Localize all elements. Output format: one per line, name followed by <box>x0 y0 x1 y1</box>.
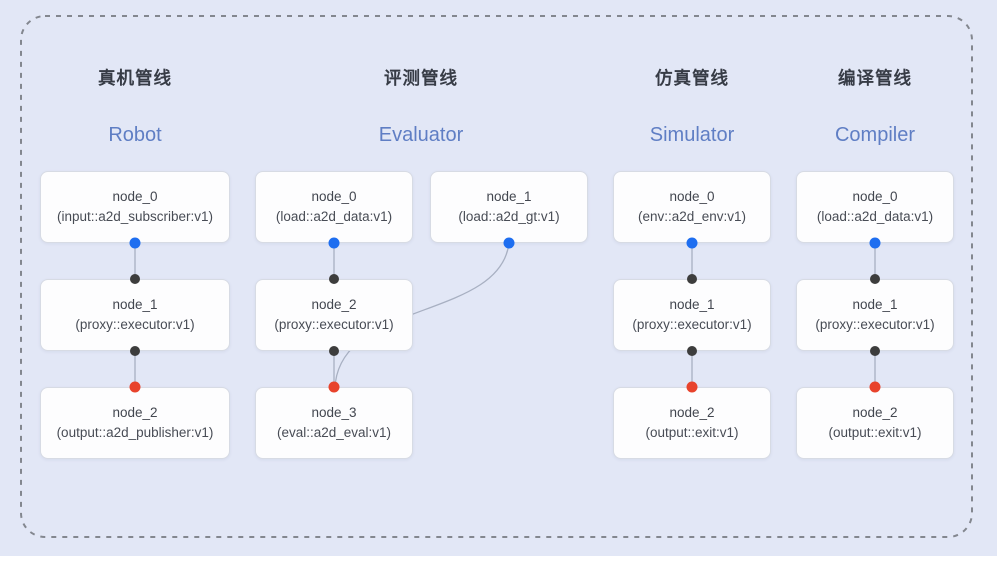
node-title: node_0 <box>311 188 357 204</box>
node-robot-2: node_2 (output::a2d_publisher:v1) <box>40 387 230 459</box>
node-subtitle: (output::a2d_publisher:v1) <box>56 425 214 440</box>
node-evaluator-0: node_0 (load::a2d_data:v1) <box>255 171 413 243</box>
node-title: node_2 <box>311 296 357 312</box>
node-subtitle: (load::a2d_data:v1) <box>816 209 934 224</box>
header-zh-compiler: 编译管线 <box>838 68 912 88</box>
node-simulator-1: node_1 (proxy::executor:v1) <box>613 279 771 351</box>
node-robot-0: node_0 (input::a2d_subscriber:v1) <box>40 171 230 243</box>
node-subtitle: (output::exit:v1) <box>828 425 922 440</box>
node-title: node_2 <box>669 404 715 420</box>
header-zh-robot: 真机管线 <box>98 68 172 88</box>
node-title: node_0 <box>112 188 158 204</box>
node-simulator-0: node_0 (env::a2d_env:v1) <box>613 171 771 243</box>
header-en-compiler: Compiler <box>834 124 916 146</box>
node-compiler-0: node_0 (load::a2d_data:v1) <box>796 171 954 243</box>
node-evaluator-2: node_2 (proxy::executor:v1) <box>255 279 413 351</box>
node-title: node_2 <box>852 404 898 420</box>
node-subtitle: (eval::a2d_eval:v1) <box>276 425 392 440</box>
node-subtitle: (load::a2d_gt:v1) <box>458 209 560 224</box>
node-title: node_1 <box>852 296 898 312</box>
node-subtitle: (output::exit:v1) <box>645 425 739 440</box>
header-en-evaluator: Evaluator <box>378 124 464 146</box>
node-title: node_3 <box>311 404 357 420</box>
node-title: node_0 <box>669 188 715 204</box>
node-title: node_2 <box>112 404 158 420</box>
header-en-robot: Robot <box>108 124 162 146</box>
node-subtitle: (proxy::executor:v1) <box>815 317 935 332</box>
node-title: node_1 <box>486 188 532 204</box>
node-subtitle: (proxy::executor:v1) <box>632 317 752 332</box>
node-robot-1: node_1 (proxy::executor:v1) <box>40 279 230 351</box>
node-title: node_0 <box>852 188 898 204</box>
node-subtitle: (env::a2d_env:v1) <box>637 209 747 224</box>
node-evaluator-1: node_1 (load::a2d_gt:v1) <box>430 171 588 243</box>
node-title: node_1 <box>112 296 158 312</box>
node-subtitle: (input::a2d_subscriber:v1) <box>56 209 214 224</box>
node-compiler-1: node_1 (proxy::executor:v1) <box>796 279 954 351</box>
node-subtitle: (load::a2d_data:v1) <box>275 209 393 224</box>
node-title: node_1 <box>669 296 715 312</box>
node-compiler-2: node_2 (output::exit:v1) <box>796 387 954 459</box>
node-subtitle: (proxy::executor:v1) <box>274 317 394 332</box>
node-subtitle: (proxy::executor:v1) <box>75 317 195 332</box>
header-zh-evaluator: 评测管线 <box>384 68 458 88</box>
node-simulator-2: node_2 (output::exit:v1) <box>613 387 771 459</box>
node-evaluator-3: node_3 (eval::a2d_eval:v1) <box>255 387 413 459</box>
